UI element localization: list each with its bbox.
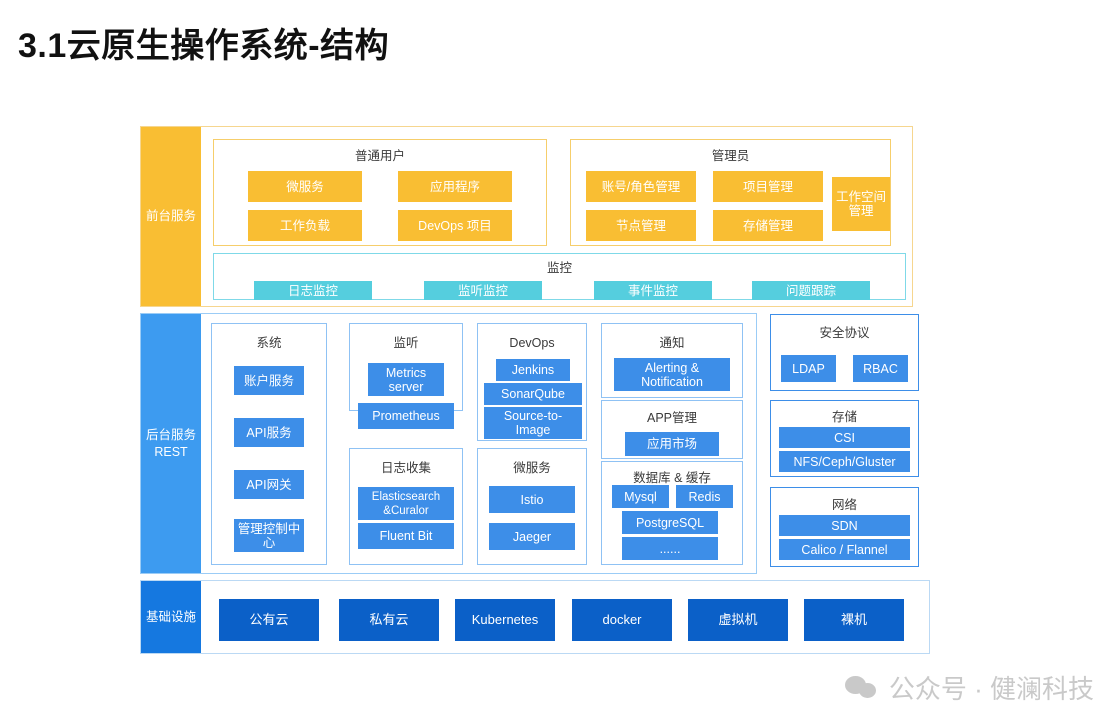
chip-istio[interactable]: Istio	[489, 486, 575, 513]
chip-workspace-management[interactable]: 工作空间管理	[832, 177, 890, 231]
chip-mysql[interactable]: Mysql	[612, 485, 669, 508]
chip-account-role-management[interactable]: 账号/角色管理	[586, 171, 696, 202]
chip-api-gateway[interactable]: API网关	[234, 470, 304, 499]
group-storage-title: 存储	[831, 410, 857, 424]
group-log-collection-title: 日志收集	[380, 461, 431, 475]
chip-fluent-bit[interactable]: Fluent Bit	[358, 523, 454, 549]
wechat-icon	[844, 674, 879, 702]
chip-database-more[interactable]: ......	[622, 537, 718, 560]
chip-public-cloud[interactable]: 公有云	[219, 599, 319, 641]
sidebar-front-service[interactable]: 前台服务	[141, 127, 201, 306]
chip-jaeger[interactable]: Jaeger	[489, 523, 575, 550]
chip-elasticsearch-curalor[interactable]: Elasticsearch &Curalor	[358, 487, 454, 520]
chip-private-cloud[interactable]: 私有云	[339, 599, 439, 641]
group-security-protocol-title: 安全协议	[819, 326, 870, 340]
group-microservice-title: 微服务	[513, 461, 551, 475]
chip-node-management[interactable]: 节点管理	[586, 210, 696, 241]
sidebar-back-service[interactable]: 后台服务 REST	[141, 314, 201, 573]
group-network-title: 网络	[831, 498, 857, 512]
group-database-cache-title: 数据库 & 缓存	[633, 471, 711, 485]
chip-metrics-server[interactable]: Metrics server	[368, 363, 444, 396]
chip-project-management[interactable]: 项目管理	[713, 171, 823, 202]
chip-jenkins[interactable]: Jenkins	[496, 359, 570, 381]
chip-alerting-notification[interactable]: Alerting & Notification	[614, 358, 730, 391]
sidebar-front-service-label: 前台服务	[145, 209, 196, 223]
chip-devops-project[interactable]: DevOps 项目	[398, 210, 512, 241]
group-administrator-title: 管理员	[711, 149, 750, 163]
group-monitoring-title: 监控	[546, 261, 572, 275]
chip-log-monitoring[interactable]: 日志监控	[254, 281, 372, 300]
chip-sonarqube[interactable]: SonarQube	[484, 383, 582, 405]
sidebar-infrastructure-label: 基础设施	[145, 609, 196, 624]
sidebar-infrastructure[interactable]: 基础设施	[141, 581, 201, 653]
watermark-text: 公众号 · 健澜科技	[888, 674, 1094, 704]
chip-workload[interactable]: 工作负载	[248, 210, 362, 241]
chip-kubernetes[interactable]: Kubernetes	[455, 599, 555, 641]
chip-listener-monitoring[interactable]: 监听监控	[424, 281, 542, 300]
group-devops-title: DevOps	[509, 336, 555, 350]
chip-account-service[interactable]: 账户服务	[234, 366, 304, 395]
group-notification-title: 通知	[659, 336, 685, 350]
chip-bare-metal[interactable]: 裸机	[804, 599, 904, 641]
chip-ldap[interactable]: LDAP	[781, 355, 836, 382]
group-listening-title: 监听	[393, 336, 419, 350]
group-normal-user-title: 普通用户	[354, 149, 405, 163]
chip-management-console[interactable]: 管理控制中心	[234, 519, 304, 552]
chip-app-store[interactable]: 应用市场	[625, 432, 719, 456]
chip-event-monitoring[interactable]: 事件监控	[594, 281, 712, 300]
chip-storage-management[interactable]: 存储管理	[713, 210, 823, 241]
chip-api-service[interactable]: API服务	[234, 418, 304, 447]
chip-source-to-image[interactable]: Source-to-Image	[484, 407, 582, 439]
sidebar-back-service-label: 后台服务 REST	[145, 427, 196, 459]
chip-application[interactable]: 应用程序	[398, 171, 512, 202]
chip-nfs-ceph-gluster[interactable]: NFS/Ceph/Gluster	[779, 451, 910, 472]
chip-postgresql[interactable]: PostgreSQL	[622, 511, 718, 534]
chip-rbac[interactable]: RBAC	[853, 355, 908, 382]
group-app-management-title: APP管理	[646, 411, 697, 425]
chip-prometheus[interactable]: Prometheus	[358, 403, 454, 429]
chip-issue-tracking[interactable]: 问题跟踪	[752, 281, 870, 300]
chip-calico-flannel[interactable]: Calico / Flannel	[779, 539, 910, 560]
watermark: 公众号 · 健澜科技	[844, 669, 1094, 706]
page-title: 3.1云原生操作系统-结构	[18, 27, 390, 65]
chip-redis[interactable]: Redis	[676, 485, 733, 508]
chip-docker[interactable]: docker	[572, 599, 672, 641]
chip-csi[interactable]: CSI	[779, 427, 910, 448]
chip-sdn[interactable]: SDN	[779, 515, 910, 536]
group-system-title: 系统	[256, 336, 282, 350]
chip-microservice[interactable]: 微服务	[248, 171, 362, 202]
chip-virtual-machine[interactable]: 虚拟机	[688, 599, 788, 641]
